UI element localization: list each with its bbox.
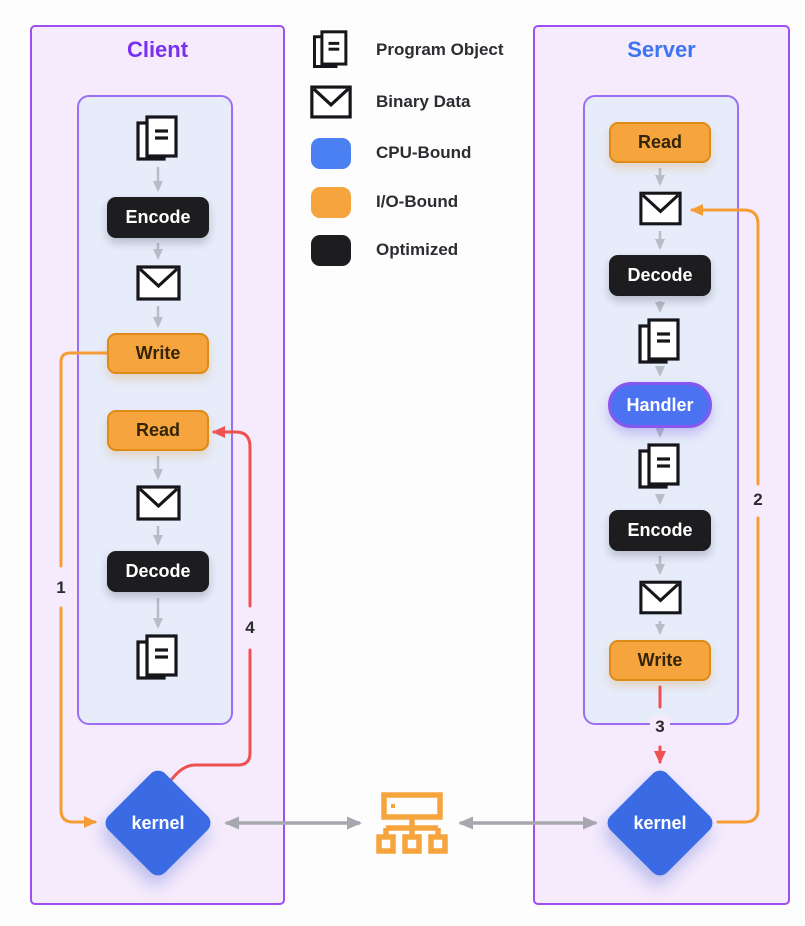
client-title: Client [126, 37, 189, 62]
kernel-label: kernel [131, 812, 185, 833]
binary-data-icon [639, 580, 682, 615]
client-encode-step: Encode [107, 197, 209, 238]
legend-item-program-object: Program Object [308, 28, 504, 72]
legend-label: I/O-Bound [376, 192, 459, 211]
client-read-step: Read [107, 410, 209, 451]
legend-label: Binary Data [376, 92, 471, 111]
server-write-step: Write [609, 640, 711, 681]
server-read-step: Read [609, 122, 711, 163]
step-label-1: 1 [51, 577, 71, 599]
program-object-icon [637, 318, 683, 366]
binary-data-icon [308, 85, 354, 119]
program-object-icon [135, 634, 181, 682]
cpu-bound-swatch [311, 137, 351, 169]
server-kernel-diamond: kernel [603, 766, 717, 880]
legend-item-cpu-bound: CPU-Bound [308, 131, 471, 175]
step-label-3: 3 [650, 716, 670, 738]
legend-label: CPU-Bound [376, 143, 472, 162]
binary-data-icon [136, 265, 181, 301]
step-label-4: 4 [240, 617, 260, 639]
client-write-step: Write [107, 333, 209, 374]
legend-label: Optimized [376, 240, 459, 259]
io-bound-swatch [311, 186, 351, 218]
legend-label: Program Object [376, 40, 504, 59]
binary-data-icon [639, 191, 682, 226]
program-object-icon [308, 30, 354, 70]
program-object-icon [637, 443, 683, 491]
network-switch-icon [376, 792, 448, 854]
legend-item-io-bound: I/O-Bound [308, 180, 458, 224]
step-label-2: 2 [748, 489, 768, 511]
optimized-swatch [311, 234, 351, 266]
server-handler-step: Handler [608, 382, 712, 428]
legend-item-optimized: Optimized [308, 228, 458, 272]
program-object-icon [135, 115, 181, 163]
binary-data-icon [136, 485, 181, 521]
server-title: Server [627, 37, 696, 62]
legend-item-binary-data: Binary Data [308, 80, 470, 124]
kernel-label: kernel [633, 812, 687, 833]
server-encode-step: Encode [609, 510, 711, 551]
client-decode-step: Decode [107, 551, 209, 592]
server-decode-step: Decode [609, 255, 711, 296]
client-kernel-diamond: kernel [101, 766, 215, 880]
